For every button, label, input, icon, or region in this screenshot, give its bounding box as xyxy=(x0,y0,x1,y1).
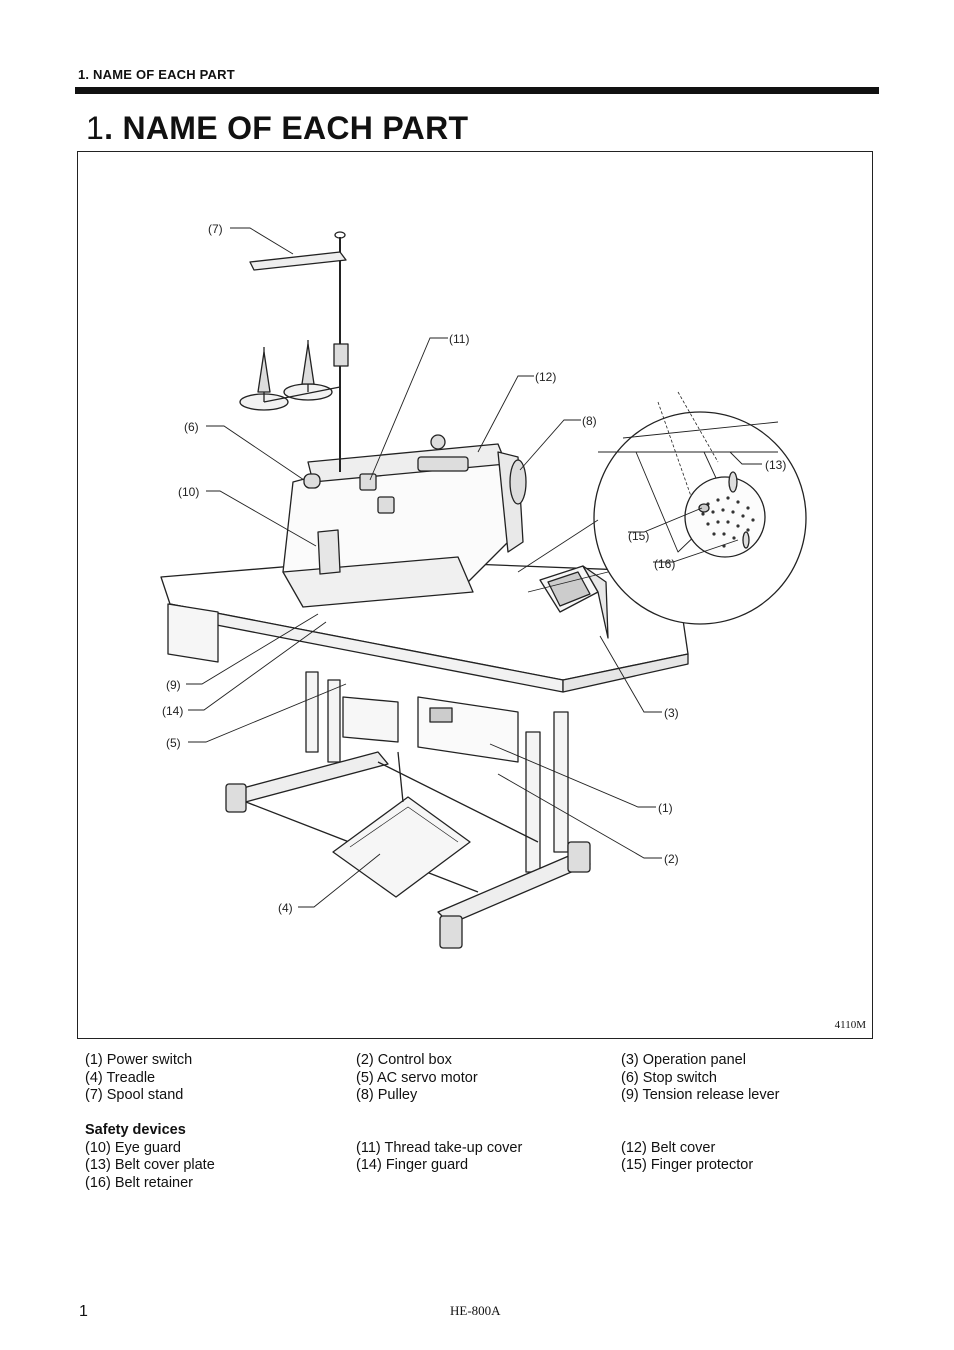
callout-8: (8) xyxy=(582,414,597,428)
header-rule xyxy=(75,87,879,94)
parts-row: (16) Belt retainer xyxy=(85,1175,875,1193)
section-number: 1 xyxy=(86,110,105,146)
callout-13: (13) xyxy=(765,458,786,472)
machine-figure: (7) (6) (10) (11) (12) (8) (13) (15) (16… xyxy=(77,151,873,1039)
page-number: 1 xyxy=(79,1303,88,1320)
figure-code: 4110M xyxy=(834,1019,866,1031)
callout-12: (12) xyxy=(535,370,556,384)
part-item: (15) Finger protector xyxy=(621,1157,754,1173)
model-code: HE-800A xyxy=(450,1303,501,1318)
parts-list: (1) Power switch (2) Control box (3) Ope… xyxy=(85,1052,875,1192)
parts-row: (10) Eye guard (11) Thread take-up cover… xyxy=(85,1140,875,1158)
safety-devices-label: Safety devices xyxy=(85,1122,186,1138)
part-item: (16) Belt retainer xyxy=(85,1174,193,1191)
part-item: (8) Pulley xyxy=(356,1087,418,1103)
part-item: (3) Operation panel xyxy=(621,1052,746,1068)
part-item: (1) Power switch xyxy=(85,1052,193,1068)
part-item: (10) Eye guard xyxy=(85,1139,181,1156)
parts-row: (7) Spool stand (8) Pulley (9) Tension r… xyxy=(85,1087,875,1105)
part-item: (13) Belt cover plate xyxy=(85,1157,215,1173)
part-item: (7) Spool stand xyxy=(85,1087,184,1103)
part-item: (9) Tension release lever xyxy=(621,1087,780,1103)
callout-11: (11) xyxy=(449,332,469,346)
part-item: (11) Thread take-up cover xyxy=(356,1139,523,1156)
part-item: (4) Treadle xyxy=(85,1069,156,1086)
callout-2: (2) xyxy=(664,852,679,866)
callout-7: (7) xyxy=(208,222,223,236)
callout-10: (10) xyxy=(178,485,199,499)
part-item: (6) Stop switch xyxy=(621,1069,717,1086)
callout-16: (16) xyxy=(654,557,675,571)
running-header: 1. NAME OF EACH PART xyxy=(78,67,235,82)
parts-row: (13) Belt cover plate (14) Finger guard … xyxy=(85,1157,875,1175)
part-item: (14) Finger guard xyxy=(356,1157,469,1173)
callout-3: (3) xyxy=(664,706,679,720)
parts-row: (1) Power switch (2) Control box (3) Ope… xyxy=(85,1052,875,1070)
callout-15: (15) xyxy=(628,529,649,543)
part-item: (2) Control box xyxy=(356,1052,452,1068)
parts-row: (4) Treadle (5) AC servo motor (6) Stop … xyxy=(85,1070,875,1088)
machine-illustration: (7) (6) (10) (11) (12) (8) (13) (15) (16… xyxy=(160,222,807,949)
callout-4: (4) xyxy=(278,901,293,915)
callout-14: (14) xyxy=(162,704,183,718)
section-title: . NAME OF EACH PART xyxy=(104,110,469,146)
callout-6: (6) xyxy=(184,420,199,434)
callout-1: (1) xyxy=(658,801,673,815)
part-item: (5) AC servo motor xyxy=(356,1069,478,1086)
part-item: (12) Belt cover xyxy=(621,1139,716,1156)
callout-9: (9) xyxy=(166,678,181,692)
callout-5: (5) xyxy=(166,736,181,750)
page-title: 1. NAME OF EACH PART xyxy=(86,110,468,147)
